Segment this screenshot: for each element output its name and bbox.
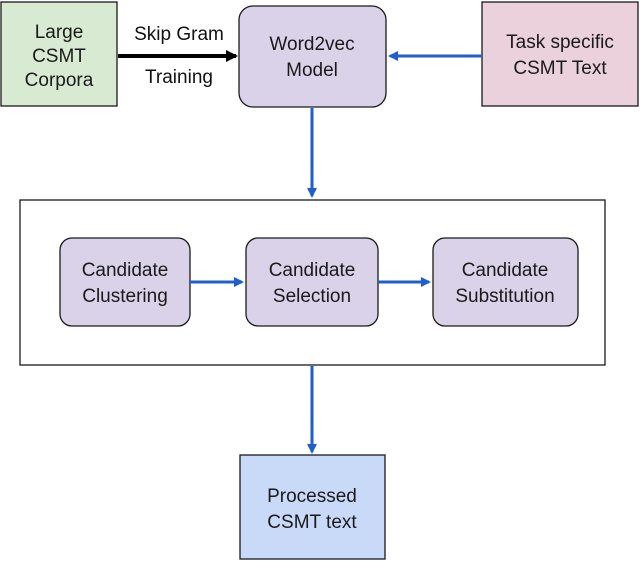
processed-text-node: Processed CSMT text: [239, 454, 386, 560]
processed-line-2: CSMT text: [267, 512, 357, 533]
skip-gram-label: Skip Gram: [134, 24, 224, 45]
candidate-selection-box: [245, 237, 379, 327]
processed-text-box: [239, 454, 386, 560]
selection-line-2: Selection: [273, 286, 351, 307]
selection-line-1: Candidate: [269, 260, 356, 281]
clustering-line-1: Candidate: [82, 260, 169, 281]
large-corpora-line-3: Corpora: [25, 70, 94, 91]
clustering-line-2: Clustering: [82, 286, 168, 307]
task-text-line-2: CSMT Text: [513, 58, 607, 79]
processed-line-1: Processed: [267, 486, 357, 507]
task-text-line-1: Task specific: [506, 32, 614, 53]
substitution-line-2: Substitution: [455, 286, 554, 307]
large-csmt-corpora-box: [0, 1, 118, 107]
task-specific-text-box: [481, 1, 639, 107]
candidate-clustering-node: Candidate Clustering: [59, 237, 191, 327]
word2vec-model-node: Word2vec Model: [238, 5, 387, 108]
large-csmt-corpora-node: Large CSMT Corpora: [0, 1, 118, 107]
candidate-substitution-box: [432, 237, 579, 327]
training-label: Training: [145, 67, 213, 88]
candidate-clustering-box: [59, 237, 191, 327]
word2vec-line-1: Word2vec: [269, 34, 354, 55]
candidate-substitution-node: Candidate Substitution: [432, 237, 579, 327]
substitution-line-1: Candidate: [462, 260, 549, 281]
task-specific-text-node: Task specific CSMT Text: [481, 1, 639, 107]
word2vec-line-2: Model: [286, 60, 338, 81]
large-corpora-line-1: Large: [35, 22, 84, 43]
large-corpora-line-2: CSMT: [32, 46, 86, 67]
candidate-selection-node: Candidate Selection: [245, 237, 379, 327]
word2vec-model-box: [238, 5, 387, 108]
